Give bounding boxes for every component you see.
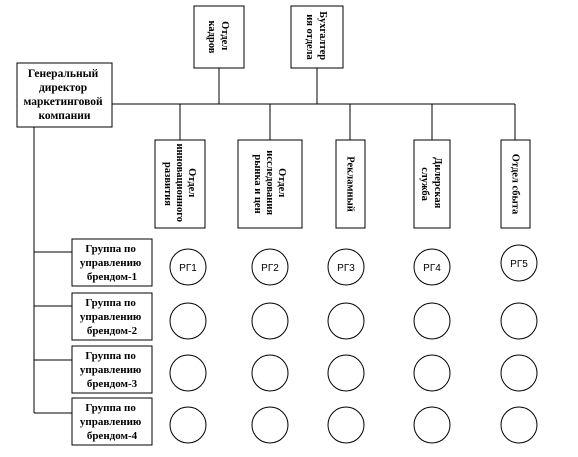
- empty-circle: [251, 406, 289, 444]
- group-label: Группа по управлению брендом-2: [80, 297, 144, 337]
- empty-circle: [251, 354, 289, 392]
- dept-label-line: рынка и цен: [252, 154, 263, 213]
- group-box-2: Группа по управлению брендом-2: [71, 292, 153, 341]
- group-label-line: управлению: [80, 311, 141, 323]
- top-dept-box-hr: Отдел кадров: [193, 5, 245, 69]
- dept-label: Отдел исследования рынка и цен: [252, 150, 287, 217]
- group-label-line: брендом-1: [87, 271, 137, 283]
- rg-label: РГ2: [261, 263, 279, 274]
- group-label-line: брендом-4: [87, 430, 138, 442]
- empty-circle: [327, 302, 365, 340]
- dept-box-market-research: Отдел исследования рынка и цен: [237, 139, 303, 229]
- empty-circle: [169, 302, 207, 340]
- dept-box-advertising: Рекламный: [335, 139, 366, 229]
- empty-circle: [413, 354, 451, 392]
- group-label-line: брендом-3: [87, 378, 138, 390]
- dept-label: Отдел сбыта: [510, 154, 521, 215]
- dept-label-line: Отдел сбыта: [510, 154, 521, 215]
- ceo-label-line: маркетинговой: [23, 96, 103, 108]
- group-box-4: Группа по управлению брендом-4: [71, 397, 153, 446]
- dept-label-line: Отдел: [276, 168, 287, 197]
- dept-label-line: Отдел: [186, 168, 197, 197]
- empty-circle: [500, 406, 538, 444]
- rg-label: РГ5: [510, 259, 528, 270]
- group-box-3: Группа по управлению брендом-3: [71, 345, 153, 394]
- ceo-label: Генеральный директор маркетинговой компа…: [23, 68, 105, 122]
- group-label-line: управлению: [80, 416, 141, 428]
- empty-circle: [169, 406, 207, 444]
- empty-circle: [413, 302, 451, 340]
- top-dept-label-line: Отдел: [219, 21, 230, 50]
- group-label-line: Группа по: [85, 297, 136, 309]
- ceo-label-line: Генеральный: [28, 68, 99, 80]
- group-label: Группа по управлению брендом-4: [80, 402, 144, 442]
- dept-box-sales: Отдел сбыта: [500, 139, 531, 229]
- group-label-line: брендом-2: [87, 325, 138, 337]
- top-dept-label-line: Бухгалтер: [317, 11, 328, 60]
- empty-circle: [413, 406, 451, 444]
- empty-circle: [500, 302, 538, 340]
- rg-label: РГ4: [423, 263, 441, 274]
- circle-grid: РГ1 РГ2 РГ3 РГ4 РГ5: [169, 244, 538, 444]
- ceo-label-line: компании: [38, 110, 90, 122]
- group-label-line: Группа по: [85, 243, 136, 255]
- dept-label-line: инновационного: [174, 143, 185, 222]
- group-label: Группа по управлению брендом-1: [80, 243, 144, 283]
- empty-circle: [169, 354, 207, 392]
- group-label-line: управлению: [80, 364, 141, 376]
- empty-circle: [251, 302, 289, 340]
- ceo-box: Генеральный директор маркетинговой компа…: [16, 62, 113, 128]
- group-label-line: Группа по: [85, 350, 136, 362]
- top-dept-label-line: кадров: [206, 21, 217, 54]
- top-dept-label: Бухгалтер ия отдела: [304, 11, 328, 62]
- empty-circle: [327, 406, 365, 444]
- top-dept-label: Отдел кадров: [206, 21, 230, 54]
- group-label-line: Группа по: [85, 402, 136, 414]
- dept-box-dealer-service: Дилерская служба: [413, 139, 451, 229]
- group-label-line: управлению: [80, 257, 141, 269]
- dept-label: Дилерская служба: [419, 157, 443, 211]
- dept-label-line: Дилерская: [432, 157, 443, 208]
- ceo-label-line: директор: [39, 82, 87, 94]
- dept-label-line: исследования: [264, 150, 275, 215]
- dept-label-line: развития: [162, 162, 173, 206]
- rg-circle: [251, 248, 289, 286]
- dept-label: Отдел инновационного развития: [162, 143, 197, 224]
- rg-label: РГ1: [179, 263, 197, 274]
- group-label: Группа по управлению брендом-3: [80, 350, 144, 390]
- top-dept-label-line: ия отдела: [304, 14, 315, 60]
- group-box-1: Группа по управлению брендом-1: [71, 238, 153, 287]
- dept-label-line: Рекламный: [345, 156, 356, 212]
- dept-label-line: служба: [419, 167, 430, 201]
- rg-circle: [500, 244, 538, 282]
- rg-circle: [327, 248, 365, 286]
- rg-circle: [169, 248, 207, 286]
- rg-label: РГ3: [337, 263, 355, 274]
- empty-circle: [500, 354, 538, 392]
- dept-box-innovation: Отдел инновационного развития: [154, 139, 206, 229]
- empty-circle: [327, 354, 365, 392]
- connectors: [33, 68, 516, 414]
- top-dept-box-accounting: Бухгалтер ия отдела: [290, 5, 344, 69]
- rg-circle: [413, 248, 451, 286]
- dept-label: Рекламный: [345, 156, 356, 212]
